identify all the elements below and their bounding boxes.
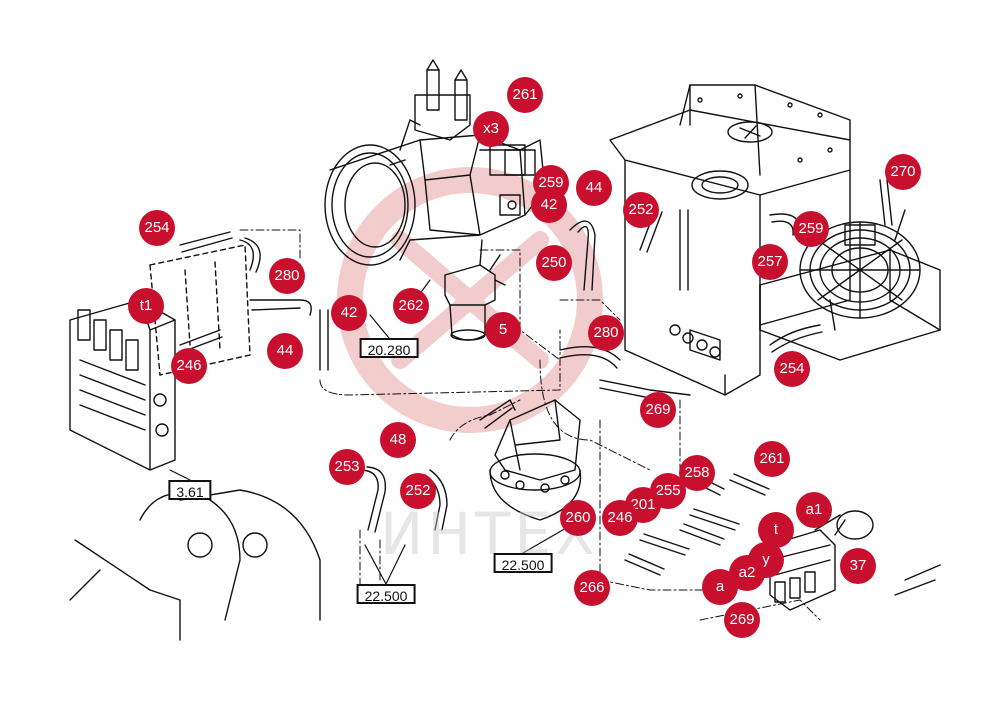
- callout-280[interactable]: 280: [269, 258, 305, 294]
- callout-t1[interactable]: t1: [128, 288, 164, 324]
- callout-252[interactable]: 252: [623, 192, 659, 228]
- callout-48[interactable]: 48: [380, 422, 416, 458]
- callout-257[interactable]: 257: [752, 244, 788, 280]
- reference-box-22.500[interactable]: 22.500: [493, 553, 553, 573]
- gear-motor: [479, 399, 582, 521]
- frame-bracket: [69, 489, 321, 641]
- callout-246[interactable]: 246: [602, 500, 638, 536]
- callout-262[interactable]: 262: [393, 288, 429, 324]
- callout-42[interactable]: 42: [331, 295, 367, 331]
- callout-260[interactable]: 260: [560, 500, 596, 536]
- callout-270[interactable]: 270: [885, 154, 921, 190]
- callout-x3[interactable]: x3: [473, 111, 509, 147]
- callout-37[interactable]: 37: [840, 548, 876, 584]
- callout-269[interactable]: 269: [724, 602, 760, 638]
- solenoid-valve-block: [769, 510, 941, 611]
- callout-250[interactable]: 250: [536, 245, 572, 281]
- reference-box-3.61[interactable]: 3.61: [168, 480, 212, 500]
- callout-253[interactable]: 253: [329, 449, 365, 485]
- oil-cooler-fan: [759, 209, 941, 361]
- callout-254[interactable]: 254: [139, 210, 175, 246]
- callout-201[interactable]: 201: [625, 487, 661, 523]
- callout-254[interactable]: 254: [774, 351, 810, 387]
- watermark-text: ИНТЕХ: [380, 500, 599, 568]
- callout-280[interactable]: 280: [588, 315, 624, 351]
- callout-261[interactable]: 261: [754, 441, 790, 477]
- pump-assembly: [324, 59, 546, 266]
- callout-a[interactable]: a: [702, 569, 738, 605]
- callout-246[interactable]: 246: [171, 348, 207, 384]
- reference-box-22.500[interactable]: 22.500: [356, 584, 416, 604]
- callout-44[interactable]: 44: [576, 170, 612, 206]
- callout-266[interactable]: 266: [574, 570, 610, 606]
- callout-a1[interactable]: a1: [796, 492, 832, 528]
- callout-252[interactable]: 252: [400, 473, 436, 509]
- callout-259[interactable]: 259: [793, 211, 829, 247]
- control-valve-block: [69, 299, 176, 471]
- reference-lines: [239, 229, 821, 621]
- hydraulic-tank: [609, 84, 851, 396]
- callout-44[interactable]: 44: [267, 333, 303, 369]
- callout-t[interactable]: t: [758, 512, 794, 548]
- reference-box-20.280[interactable]: 20.280: [359, 338, 419, 358]
- callout-5[interactable]: 5: [485, 312, 521, 348]
- callout-42[interactable]: 42: [531, 187, 567, 223]
- callout-269[interactable]: 269: [640, 392, 676, 428]
- callout-261[interactable]: 261: [507, 77, 543, 113]
